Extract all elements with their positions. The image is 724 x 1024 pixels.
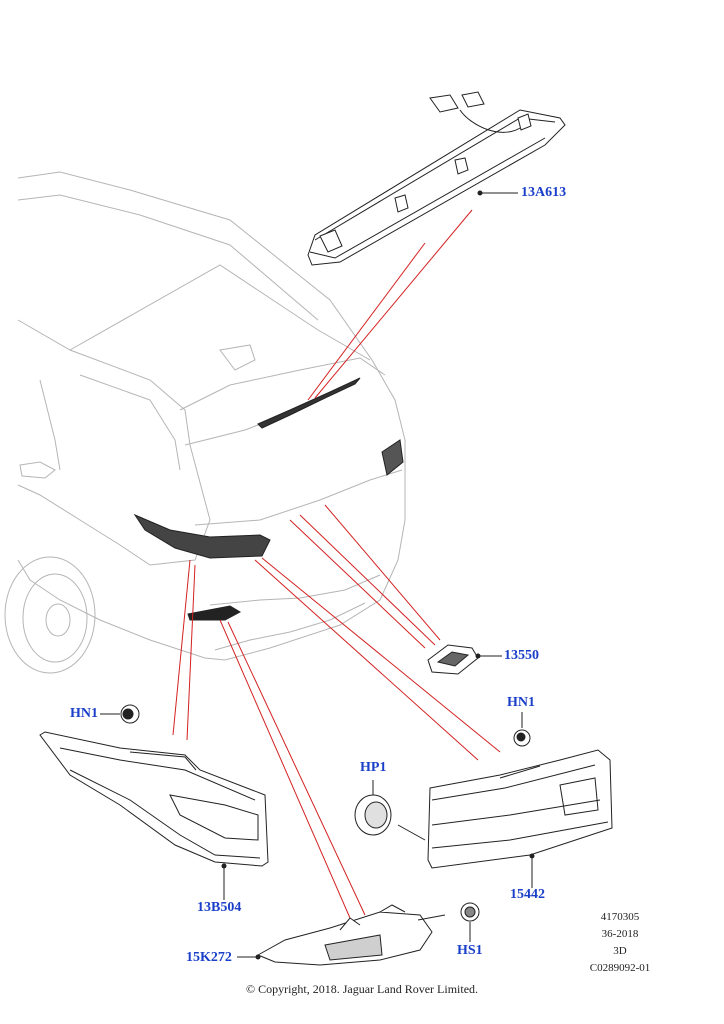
- callout-15442[interactable]: 15442: [510, 887, 545, 902]
- copyright-notice: © Copyright, 2018. Jaguar Land Rover Lim…: [245, 982, 479, 996]
- callout-13B504[interactable]: 13B504: [197, 900, 242, 915]
- diagram-meta: 4170305 36-2018 3D C0289092-01: [580, 909, 660, 977]
- part-13A613-stop-lamp[interactable]: [307, 91, 566, 266]
- callout-13550[interactable]: 13550: [504, 648, 539, 663]
- dot-13A613: [477, 190, 483, 196]
- part-HN1-left-nut[interactable]: [120, 704, 140, 724]
- callout-13A613[interactable]: 13A613: [521, 185, 567, 200]
- dot-15442: [529, 853, 535, 859]
- dot-13550: [475, 653, 481, 659]
- dot-13B504: [221, 863, 227, 869]
- meta-line-4: C0289092-01: [589, 962, 651, 974]
- callout-15K272[interactable]: 15K272: [186, 950, 232, 965]
- dot-15K272: [255, 954, 261, 960]
- callout-HN1-right[interactable]: HN1: [507, 695, 535, 710]
- part-15442-right-tail-lamp[interactable]: [427, 749, 613, 869]
- part-15K272-reflector[interactable]: [256, 904, 433, 966]
- callout-HN1-left[interactable]: HN1: [70, 706, 98, 721]
- part-13550-plate-lamp[interactable]: [427, 644, 479, 675]
- part-HS1-screw[interactable]: [460, 902, 480, 922]
- leader-lines: [172, 209, 501, 919]
- vehicle-highlights: [133, 377, 404, 621]
- callout-HP1[interactable]: HP1: [360, 760, 387, 775]
- leader-15K272-screw: [417, 914, 446, 921]
- leader-HP1-insert: [397, 824, 426, 841]
- part-HP1-grommet[interactable]: [354, 794, 392, 836]
- part-13B504-left-tail-lamp[interactable]: [39, 731, 269, 867]
- meta-line-3: 3D: [613, 945, 627, 957]
- part-HN1-right-nut[interactable]: [513, 729, 531, 747]
- meta-line-1: 4170305: [600, 911, 640, 923]
- callout-HS1[interactable]: HS1: [457, 943, 483, 958]
- meta-line-2: 36-2018: [601, 928, 639, 940]
